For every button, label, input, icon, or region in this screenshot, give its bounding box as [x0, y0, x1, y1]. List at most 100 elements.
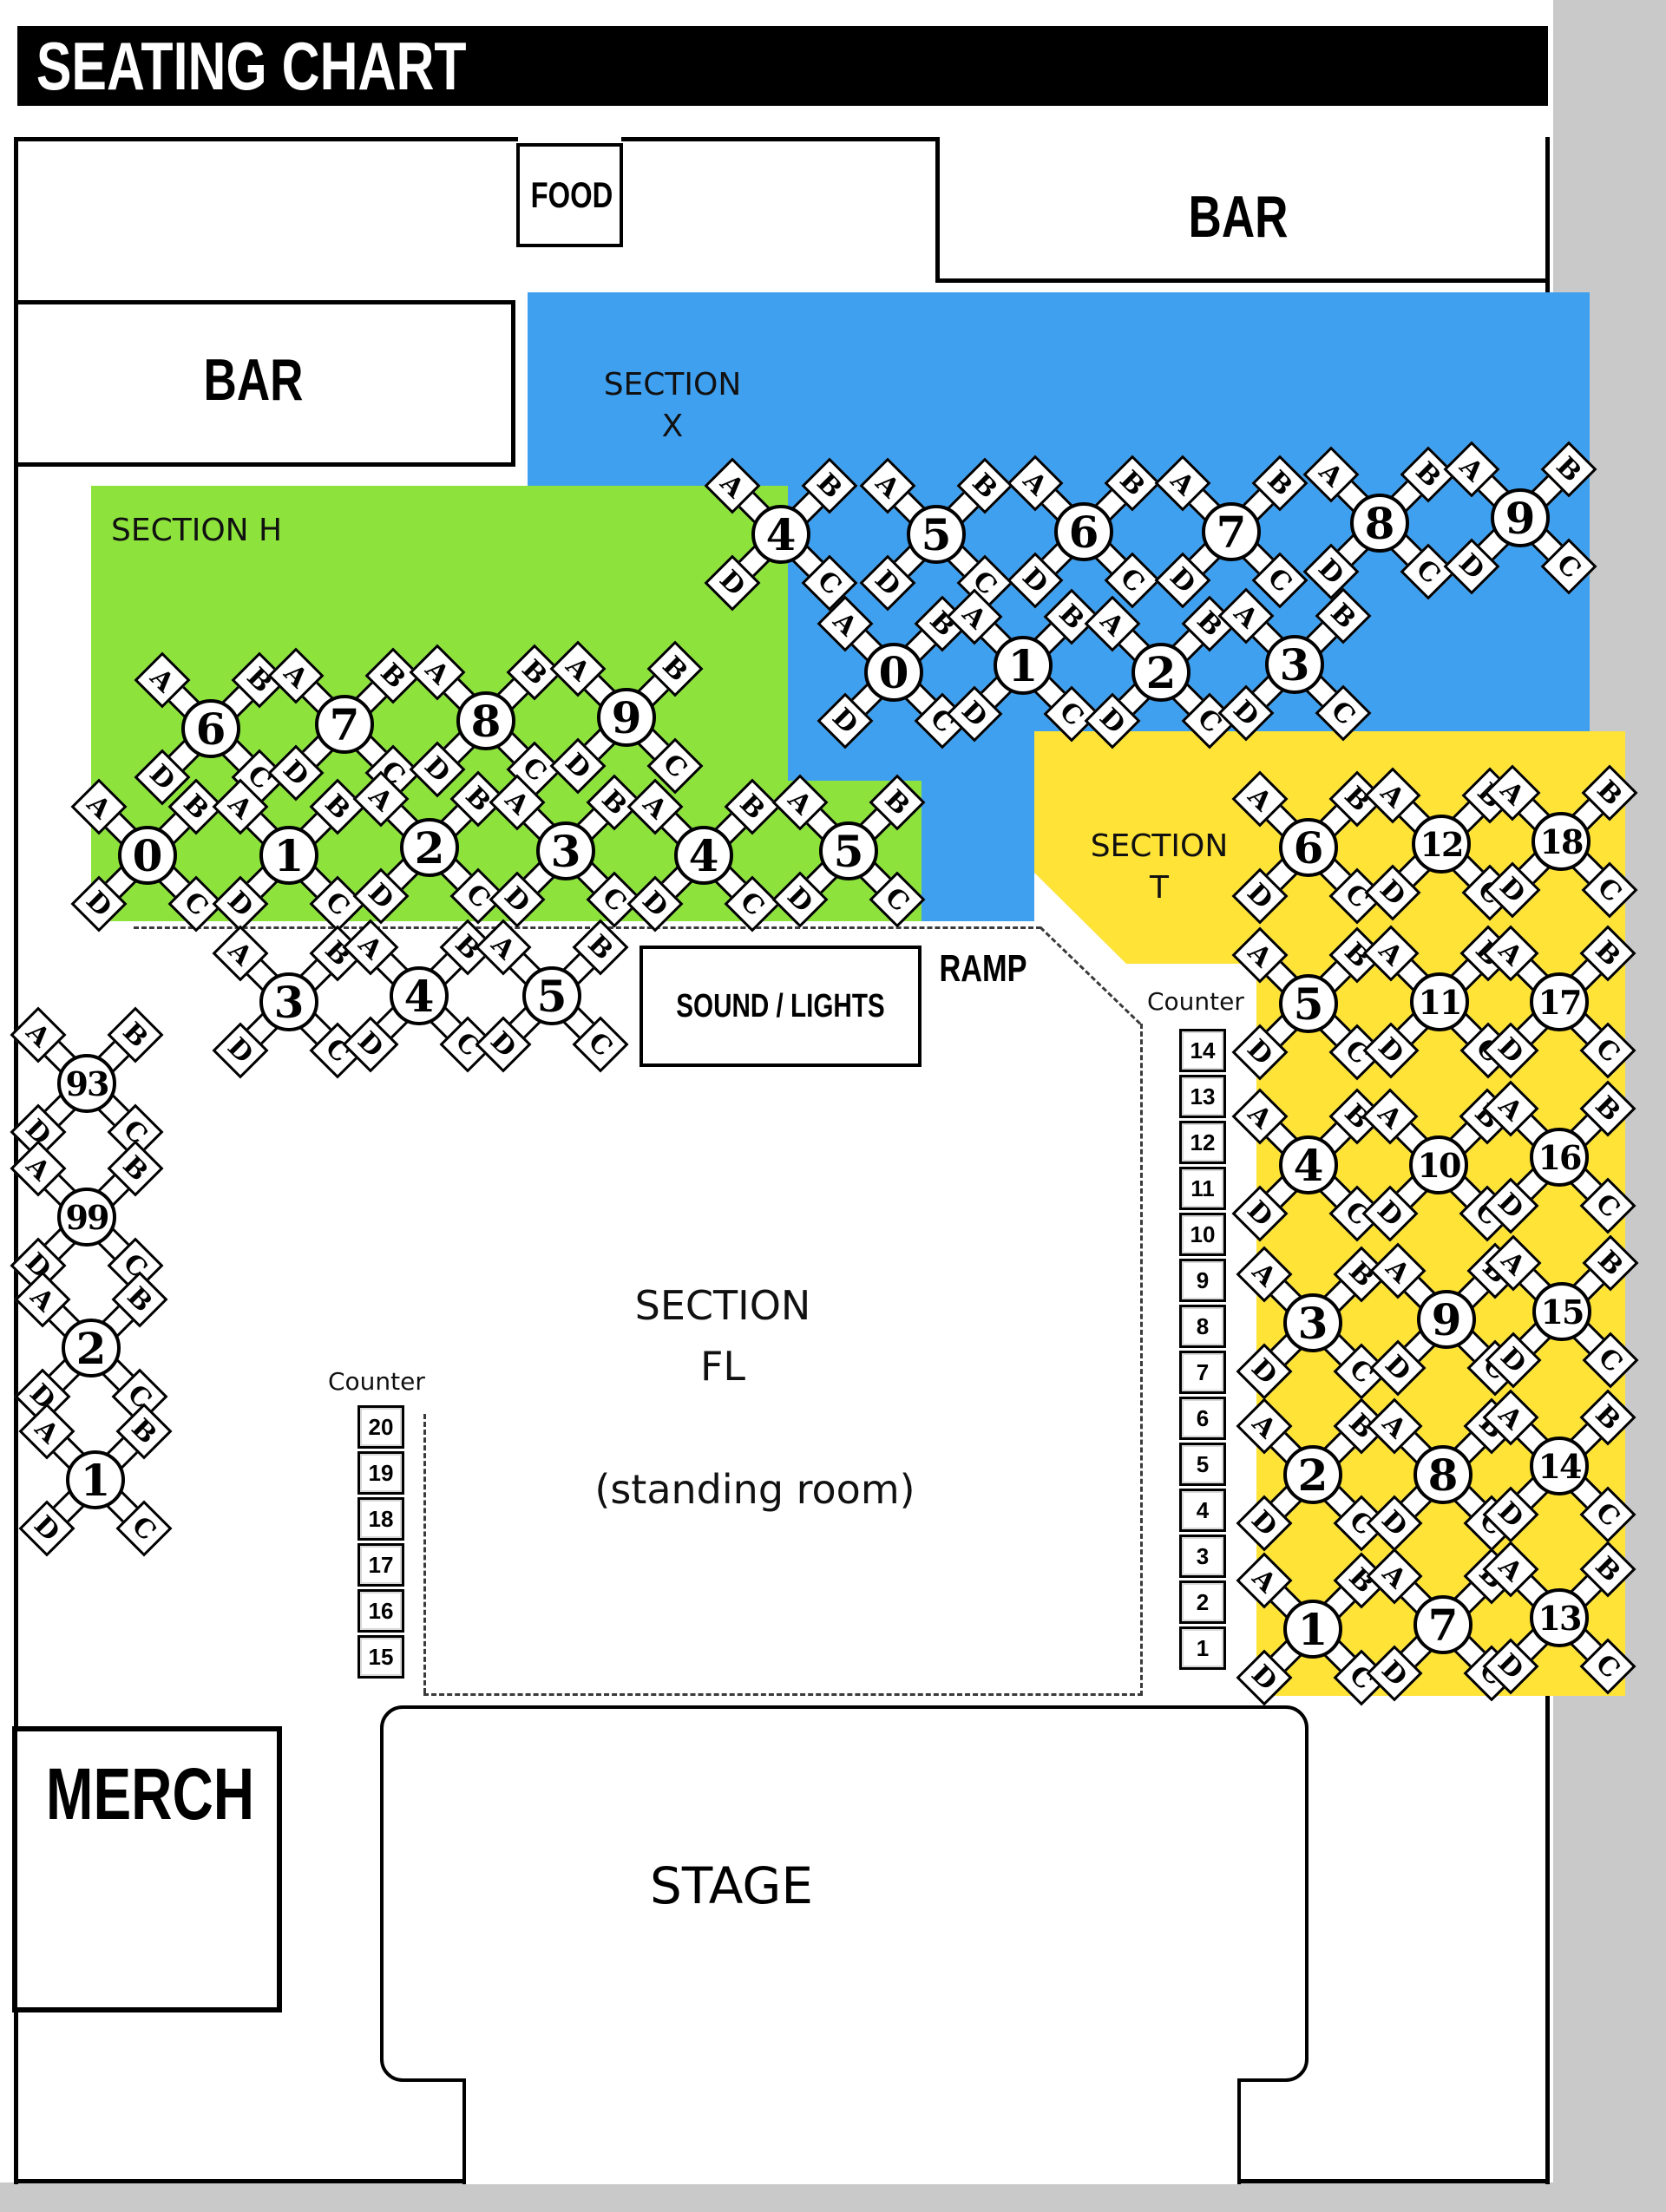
table-number: 12: [1412, 815, 1471, 874]
section-t-label-line2: T: [1150, 870, 1169, 906]
wall-top-mid: [621, 137, 937, 141]
wall-bar-right-vertical: [935, 137, 940, 283]
food-box: FOOD: [516, 143, 623, 247]
table-number: 17: [1530, 972, 1589, 1031]
table-number: 93: [57, 1054, 116, 1113]
stool-15[interactable]: 15: [357, 1635, 404, 1679]
stage-lower-extension: [462, 2078, 1241, 2184]
table-number: 6: [1054, 502, 1113, 561]
table-number: 7: [1202, 502, 1261, 561]
gray-strip-bottom: [0, 2183, 1666, 2212]
stool-12[interactable]: 12: [1179, 1121, 1226, 1164]
table-number: 5: [522, 966, 581, 1025]
stool-19[interactable]: 19: [357, 1451, 404, 1495]
stool-8[interactable]: 8: [1179, 1305, 1226, 1348]
table-number: 4: [1279, 1135, 1338, 1194]
stool-16[interactable]: 16: [357, 1589, 404, 1633]
bar-top-right-label: BAR: [1188, 184, 1289, 250]
table-t-11[interactable]: ABCD11: [1362, 925, 1517, 1079]
stool-5[interactable]: 5: [1179, 1443, 1226, 1486]
table-number: 9: [597, 688, 656, 747]
stool-17[interactable]: 17: [357, 1543, 404, 1587]
stool-20[interactable]: 20: [357, 1405, 404, 1449]
stool-4[interactable]: 4: [1179, 1489, 1226, 1532]
table-number: 3: [1283, 1293, 1342, 1352]
stool-18[interactable]: 18: [357, 1497, 404, 1541]
table-number: 1: [259, 826, 318, 885]
stool-6[interactable]: 6: [1179, 1397, 1226, 1440]
table-number: 6: [181, 699, 240, 758]
stool-10[interactable]: 10: [1179, 1213, 1226, 1256]
stool-13[interactable]: 13: [1179, 1075, 1226, 1118]
table-number: 8: [1413, 1445, 1473, 1504]
merch-label: MERCH: [45, 1753, 255, 1835]
table-number: 18: [1532, 812, 1591, 871]
stool-9[interactable]: 9: [1179, 1259, 1226, 1302]
stage-label: STAGE: [650, 1856, 813, 1915]
table-t-12[interactable]: ABCD12: [1364, 767, 1518, 921]
stool-14[interactable]: 14: [1179, 1029, 1226, 1072]
wall-bar-left-top: [14, 300, 515, 304]
table-number: 10: [1409, 1135, 1468, 1194]
stool-3[interactable]: 3: [1179, 1535, 1226, 1578]
table-number: 1: [994, 636, 1053, 695]
table-number: 2: [62, 1319, 121, 1378]
stool-11[interactable]: 11: [1179, 1167, 1226, 1210]
table-number: 6: [1279, 818, 1338, 877]
header-bar: SEATING CHART: [17, 26, 1548, 106]
table-number: 8: [1350, 494, 1409, 553]
table-number: 15: [1532, 1282, 1591, 1341]
section-fl-note: (standing room): [594, 1466, 915, 1513]
table-number: 11: [1410, 972, 1469, 1031]
merch-box: MERCH: [12, 1726, 282, 2012]
stool-1[interactable]: 1: [1179, 1626, 1226, 1670]
stool-7[interactable]: 7: [1179, 1351, 1226, 1394]
stool-2[interactable]: 2: [1179, 1580, 1226, 1624]
